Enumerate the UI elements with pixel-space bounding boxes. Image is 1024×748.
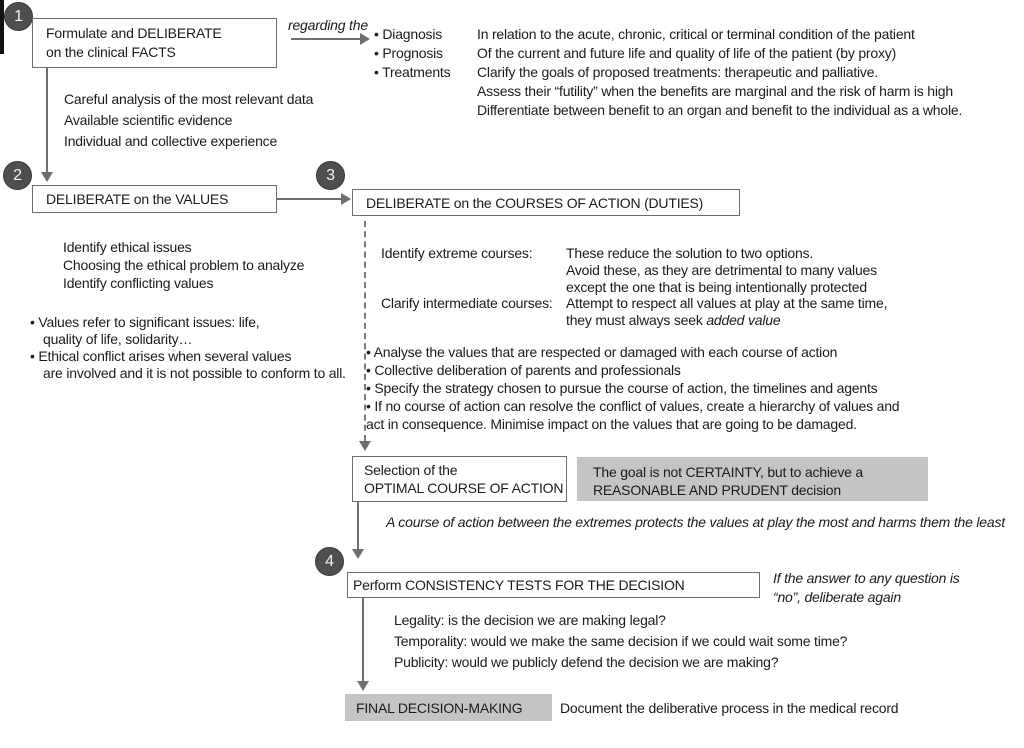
list-item: are involved and it is not possible to c… [43,365,346,381]
step-4-box: Perform CONSISTENCY TESTS FOR THE DECISI… [347,572,760,598]
step-1-number: 1 [14,7,23,25]
list-item: Avoid these, as they are detrimental to … [566,261,877,278]
list-item: Choosing the ethical problem to analyze [63,257,305,273]
step-2-box: DELIBERATE on the VALUES [32,185,277,213]
step-4-badge: 4 [315,547,344,576]
arrow-step3-dashed-line [364,221,366,441]
list-item: Publicity: would we publicly defend the … [394,654,779,670]
list-item: Differentiate between benefit to an orga… [477,102,963,118]
goal-note-box: The goal is not CERTAINTY, but to achiev… [577,457,928,501]
step-4-number: 4 [325,552,334,570]
list-item: • Treatments [374,64,451,80]
step-4-test-list: Legality: is the decision we are making … [394,610,847,673]
list-item: Attempt to respect all values at play at… [566,295,888,312]
list-item: • If no course of action can resolve the… [366,398,900,414]
list-item: In relation to the acute, chronic, criti… [477,26,915,42]
arrow-selection-down-line [357,502,359,550]
list-item: Assess their “futility” when the benefit… [477,83,953,99]
list-item: These reduce the solution to two options… [566,245,814,261]
arrow-step2-right-line [277,198,342,200]
selection-box-line1: Selection of the [364,462,458,478]
final-decision-note: Document the deliberative process in the… [560,700,899,716]
step-3-box: DELIBERATE on the COURSES OF ACTION (DUT… [352,189,740,216]
list-item: Identify conflicting values [63,275,214,291]
list-item: • Collective deliberation of parents and… [366,362,681,378]
arrow-step4-down-head [357,681,369,691]
list-item: quality of life, solidarity… [43,331,193,347]
list-item: Of the current and future life and quali… [477,45,897,61]
final-decision-label: FINAL DECISION-MAKING [356,699,523,716]
step-4-aside-line1: If the answer to any question is [773,570,960,586]
selection-box-line2: OPTIMAL COURSE OF ACTION [364,480,564,496]
list-item: they must always seek added value [566,312,887,329]
list-item: Legality: is the decision we are making … [394,612,666,628]
selection-caption: A course of action between the extremes … [386,514,1005,530]
list-item: • Prognosis [374,45,443,61]
step-3-number: 3 [326,166,335,184]
page-edge-artifact [0,0,4,54]
step-2-notes: Identify ethical issues Choosing the eth… [63,238,304,292]
step-2-box-label: DELIBERATE on the VALUES [46,191,229,207]
step-2-badge: 2 [3,161,32,190]
arrow-step4-down-line [362,598,364,682]
list-item: Individual and collective experience [64,133,278,149]
step-3-badge: 3 [316,161,345,190]
arrow-step1-down-head [41,172,53,182]
step-1-box: Formulate and DELIBERATE on the clinical… [32,18,277,68]
selection-box: Selection of the OPTIMAL COURSE OF ACTIO… [352,456,567,502]
added-value-emphasis: added value [706,312,781,329]
goal-note-line2: REASONABLE AND PRUDENT decision [593,482,841,498]
final-decision-box: FINAL DECISION-MAKING [345,694,552,721]
list-item: Careful analysis of the most relevant da… [64,91,314,107]
list-item: • Analyse the values that are respected … [366,344,838,360]
list-item: • Ethical conflict arises when several v… [30,348,292,364]
arrow-step3-dashed-head [359,441,371,451]
list-item: • Specify the strategy chosen to pursue … [366,380,878,396]
list-item: Clarify the goals of proposed treatments… [477,64,878,80]
step-1-badge: 1 [4,2,33,31]
list-item: except the one that is being intentional… [566,278,867,295]
step-3-detail-list: These reduce the solution to two options… [566,245,887,329]
regarding-label: regarding the [288,17,368,33]
step-4-aside-line2: “no”, deliberate again [773,589,901,605]
step-3-bullet-list: • Analyse the values that are respected … [366,343,900,433]
arrow-selection-down-head [352,549,364,559]
goal-note-line1: The goal is not CERTAINTY, but to achiev… [593,464,863,480]
step-1-box-line1: Formulate and DELIBERATE [46,25,222,41]
list-item: • Values refer to significant issues: li… [30,314,260,330]
step-2-bullet-list: • Values refer to significant issues: li… [30,314,346,382]
arrow-step2-right-head [341,193,351,205]
step-1-bullet-list: • Diagnosis • Prognosis • Treatments [374,25,451,82]
arrow-regarding-line [291,38,361,40]
list-item: act in consequence. Minimise impact on t… [366,416,857,432]
arrow-step1-down-line [46,68,48,173]
step-2-number: 2 [13,166,22,184]
step-3-box-label: DELIBERATE on the COURSES OF ACTION (DUT… [366,194,704,211]
step-4-box-label: Perform CONSISTENCY TESTS FOR THE DECISI… [353,577,685,593]
list-item: Available scientific evidence [64,112,233,128]
step-1-notes: Careful analysis of the most relevant da… [64,89,313,152]
step-3-label-extreme: Identify extreme courses: [381,245,533,261]
arrow-regarding-head [360,33,370,45]
step-3-label-intermediate: Clarify intermediate courses: [381,295,553,311]
step-4-aside: If the answer to any question is “no”, d… [773,569,960,607]
list-item: Identify ethical issues [63,239,192,255]
step-1-box-line2: on the clinical FACTS [46,44,176,60]
list-item: • Diagnosis [374,26,443,42]
list-item: Temporality: would we make the same deci… [394,633,848,649]
step-1-detail-list: In relation to the acute, chronic, criti… [477,25,962,120]
list-item-text: they must always seek [566,312,707,329]
